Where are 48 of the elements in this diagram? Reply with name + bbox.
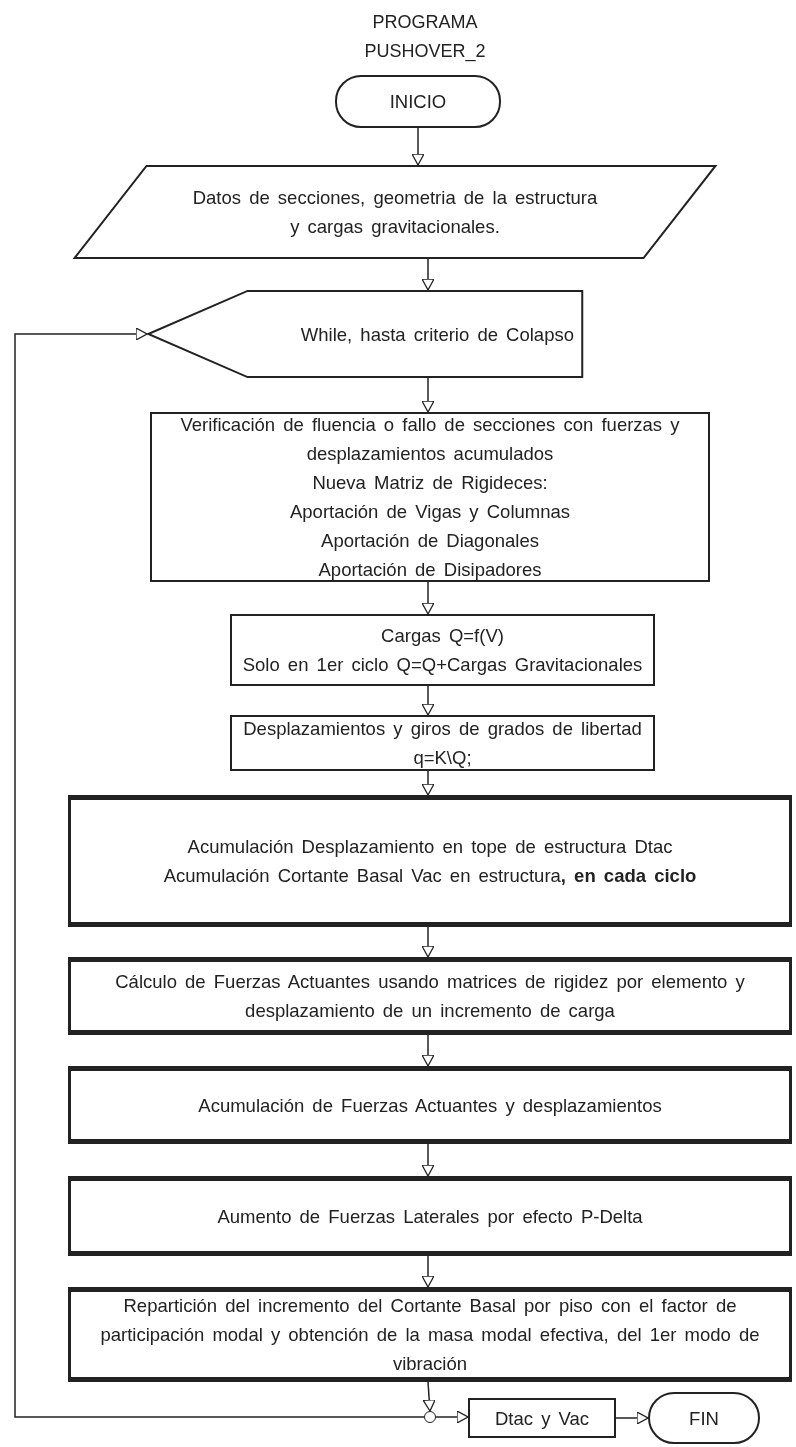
arrow [422,1381,436,1412]
arrow [14,327,425,1418]
node-text: Cargas Q=f(V) [381,624,504,648]
process-box [230,614,655,686]
node-text: Nueva Matriz de Rigideces: [312,471,548,495]
node-text: q=K\Q; [413,746,472,770]
process-box [68,1287,792,1382]
arrow [421,1143,435,1177]
node-text: Repartición del incremento del Cortante Basal por piso con el factor de participación modal y obtención de la masa modal efectiva, del 1er modo de vibración [99,1294,761,1376]
node-text: Aportación de Diagonales [321,529,539,553]
arrow [421,685,435,716]
node-text: Cálculo de Fuerzas Actuantes usando matrices de rigidez por elemento y desplazamiento de un incremento de carga [114,970,746,1023]
diagram-title: PROGRAMA PUSHOVER_2 [363,11,487,64]
node-text: Solo en 1er ciclo Q=Q+Cargas Gravitacionales [242,653,643,677]
process-box [68,795,792,927]
arrow [435,1410,469,1424]
terminal-shape [335,75,501,128]
loop-shape [147,290,584,378]
process-box [230,715,655,771]
arrow [421,377,435,413]
node-text: Dtac y Vac [494,1406,590,1431]
process-box [68,1176,792,1256]
process-box [68,957,792,1035]
node-text: Acumulación de Fuerzas Actuantes y desplazamientos [198,1093,662,1118]
node-text: Verificación de fluencia o fallo de secciones con fuerzas y desplazamientos acumulados [179,413,681,466]
node-text: Aportación de Disipadores [318,558,542,582]
arrow [421,770,435,796]
arrow [421,581,435,615]
arrow [421,1034,435,1067]
process-box [468,1398,616,1438]
node-text: Datos de secciones, geometria de la estructura y cargas gravitacionales. [191,186,599,239]
process-box [150,412,710,582]
arrow [421,926,435,958]
process-box [68,1066,792,1144]
terminal-shape [648,1392,760,1444]
node-text: Aumento de Fuerzas Laterales por efecto P-Delta [217,1204,643,1229]
node-text: FIN [689,1406,719,1431]
junction-circle [424,1411,436,1423]
node-text: While, hasta criterio de Colapso [300,322,574,347]
arrow [421,1255,435,1288]
arrow [615,1411,649,1425]
node-text: Acumulación Cortante Basal Vac en estructura, en cada ciclo [163,864,697,888]
node-text: Aportación de Vigas y Columnas [289,500,571,524]
node-text: INICIO [389,90,447,114]
node-text: Acumulación Desplazamiento en tope de estructura Dtac [187,835,673,859]
node-text: Desplazamientos y giros de grados de libertad [243,717,642,741]
arrow [421,258,435,291]
arrow [411,127,425,166]
